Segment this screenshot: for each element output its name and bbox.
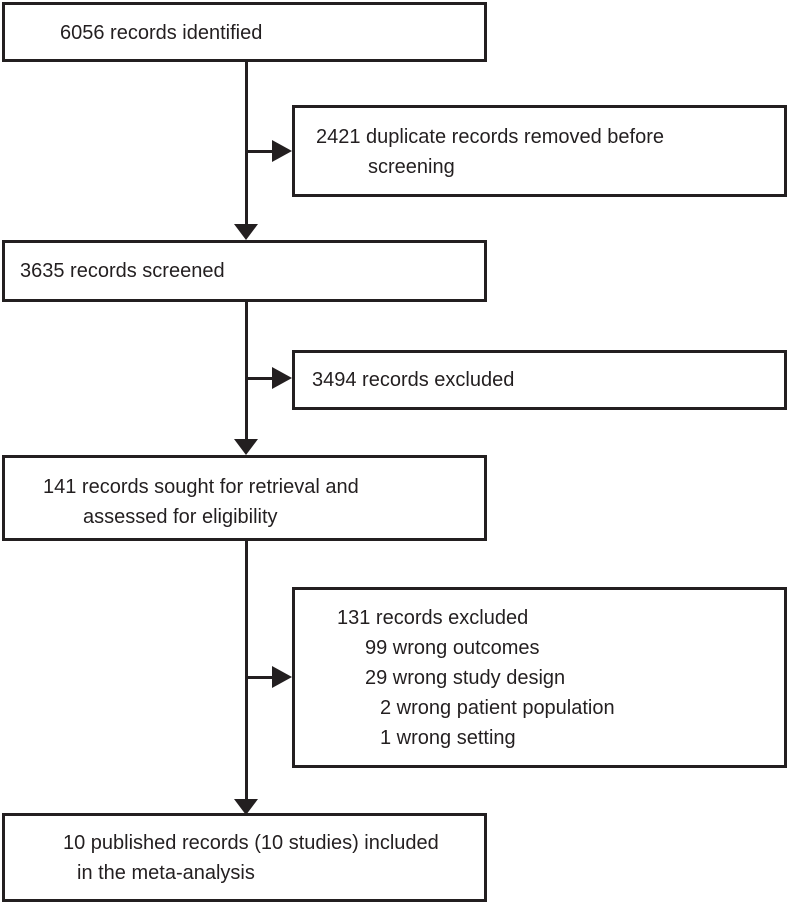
arrowhead-down-screened [234, 224, 258, 240]
box-records-excluded-screening: 3494 records excluded [292, 350, 787, 410]
box-records-screened: 3635 records screened [2, 240, 487, 302]
box-line: 131 records excluded [337, 607, 529, 629]
arrowhead-right-excluded [272, 367, 292, 389]
box-line: 3494 records excluded [312, 369, 515, 391]
connector-branch-to-duplicates [246, 150, 274, 153]
arrowhead-right-excluded-eligibility [272, 666, 292, 688]
box-line: 2 wrong patient population [380, 697, 615, 719]
connector-stem-sought-to-included [245, 541, 248, 799]
box-line: assessed for eligibility [83, 506, 278, 528]
box-duplicates-removed: 2421 duplicate records removed before sc… [292, 105, 787, 197]
arrowhead-right-duplicates [272, 140, 292, 162]
box-included-meta-analysis: 10 published records (10 studies) includ… [2, 813, 487, 902]
connector-branch-to-excluded-eligibility [246, 676, 274, 679]
box-line: 2421 duplicate records removed before [316, 126, 664, 148]
arrowhead-down-sought [234, 439, 258, 455]
box-line: 141 records sought for retrieval and [43, 476, 359, 498]
box-line: 29 wrong study design [365, 667, 566, 689]
connector-stem-identified-to-screened [245, 62, 248, 224]
box-records-identified: 6056 records identified [2, 2, 487, 62]
box-line: 1 wrong setting [380, 727, 516, 749]
arrowhead-down-included [234, 799, 258, 815]
box-line: screening [368, 156, 455, 178]
box-records-excluded-eligibility: 131 records excluded 99 wrong outcomes 2… [292, 587, 787, 768]
box-line: 3635 records screened [20, 260, 225, 282]
box-line: 99 wrong outcomes [365, 637, 540, 659]
connector-branch-to-excluded [246, 377, 274, 380]
connector-stem-screened-to-sought [245, 302, 248, 439]
box-line: 6056 records identified [60, 22, 263, 44]
box-line: in the meta-analysis [77, 862, 255, 884]
box-sought-for-retrieval: 141 records sought for retrieval and ass… [2, 455, 487, 541]
box-line: 10 published records (10 studies) includ… [63, 832, 439, 854]
